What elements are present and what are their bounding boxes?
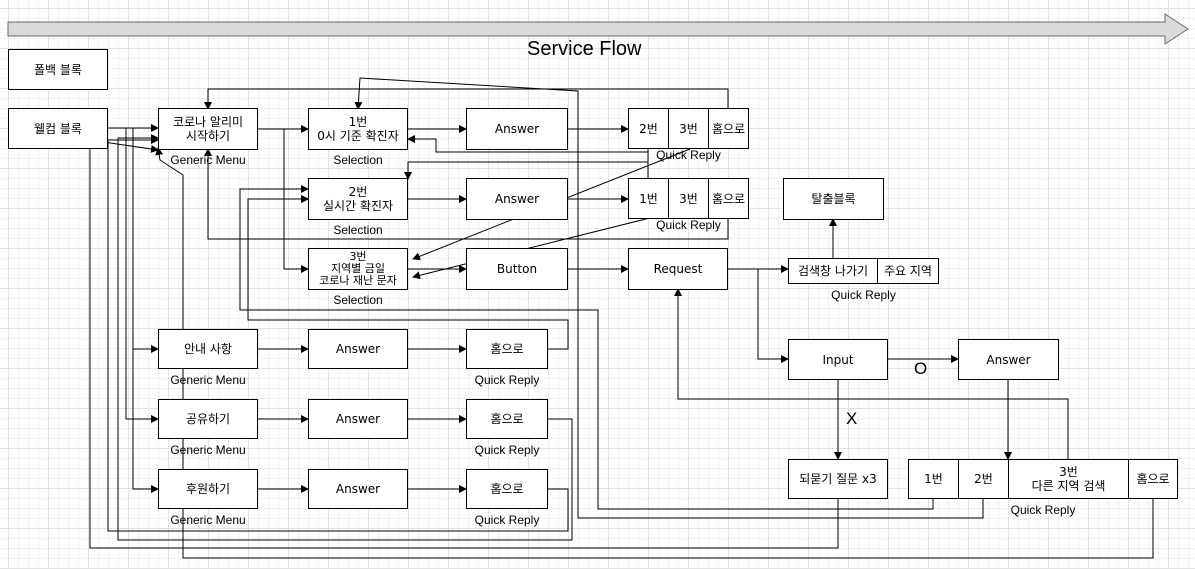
qr1-option-2: 2번	[628, 108, 669, 149]
sponsor-home-box: 홈으로	[466, 469, 548, 509]
input-box: Input	[788, 339, 888, 380]
edge-qr3-3-request	[674, 288, 1069, 459]
search-exit-option: 검색창 나가기	[788, 258, 878, 284]
edge-qr2-1-sel1	[407, 135, 649, 189]
edge-home-share-start	[117, 134, 573, 541]
edge-qr3-1-sel1	[239, 185, 934, 510]
sponsor-menu-box: 후원하기	[158, 469, 258, 509]
caption-generic-menu-notice: Generic Menu	[170, 373, 246, 387]
button-box: Button	[466, 248, 568, 290]
qr2-option-1: 1번	[628, 178, 669, 219]
caption-quick-reply-3: Quick Reply	[1010, 503, 1076, 517]
caption-quick-reply-1: Quick Reply	[656, 148, 721, 162]
selection-1-box: 1번 0시 기준 확진자	[308, 108, 408, 150]
qr2-option-home: 홈으로	[708, 178, 749, 219]
request-box: Request	[628, 248, 728, 290]
edge-home-notice-start	[247, 195, 569, 350]
caption-quick-reply-2: Quick Reply	[656, 218, 721, 232]
welcome-block: 웰컴 블록	[8, 108, 108, 149]
caption-generic-menu-sponsor: Generic Menu	[170, 513, 246, 527]
edge-qr1-2-sel2	[404, 149, 649, 180]
caption-selection-3: Selection	[333, 293, 383, 307]
edge-request-input	[757, 269, 789, 363]
caption-quick-reply-share: Quick Reply	[474, 443, 540, 457]
share-home-box: 홈으로	[466, 399, 548, 439]
edge-qr1-home-start	[204, 88, 729, 110]
edge-qr2-home-start	[204, 148, 729, 240]
notice-answer-box: Answer	[308, 329, 408, 369]
qr3-option-1: 1번	[908, 459, 959, 499]
caption-quick-reply-notice: Quick Reply	[474, 373, 540, 387]
start-menu-box: 코로나 알리미 시작하기	[158, 108, 258, 150]
selection-2-box: 2번 실시간 확진자	[308, 178, 408, 220]
caption-selection-2: Selection	[333, 223, 383, 237]
caption-quick-reply-sponsor: Quick Reply	[474, 513, 540, 527]
selection-3-box: 3번 지역별 금일 코로나 재난 문자	[308, 248, 408, 290]
qr2-option-3: 3번	[668, 178, 709, 219]
edge-label-o: O	[914, 359, 928, 378]
sponsor-answer-box: Answer	[308, 469, 408, 509]
edge-qr3-2-start	[354, 77, 984, 519]
reask-box: 되묻기 질문 x3	[788, 459, 888, 499]
qr3-option-home: 홈으로	[1128, 459, 1178, 499]
share-answer-box: Answer	[308, 399, 408, 439]
caption-quick-reply-search: Quick Reply	[831, 288, 896, 302]
qr3-option-2: 2번	[958, 459, 1009, 499]
qr1-option-3: 3번	[668, 108, 709, 149]
answer-2-box: Answer	[466, 178, 568, 220]
fallback-block: 폴백 블록	[8, 49, 108, 90]
answer-o-box: Answer	[958, 339, 1059, 380]
exit-block: 탈출블록	[783, 178, 884, 220]
edge-qr2-3-sel3	[412, 207, 691, 280]
edge-start-sel3	[283, 199, 309, 273]
main-region-option: 주요 지역	[877, 258, 939, 284]
diagram-title: Service Flow	[527, 38, 642, 60]
qr3-option-3: 3번 다른 지역 검색	[1008, 459, 1129, 499]
notice-home-box: 홈으로	[466, 329, 548, 369]
edge-welcome-sponsor	[108, 127, 159, 493]
qr1-option-home: 홈으로	[708, 108, 749, 149]
service-flow-arrow	[7, 13, 1189, 45]
answer-1-box: Answer	[466, 108, 568, 150]
edge-home-sponsor-start	[107, 136, 569, 532]
share-menu-box: 공유하기	[158, 399, 258, 439]
edge-label-x: X	[846, 409, 858, 428]
caption-generic-menu-start: Generic Menu	[170, 153, 246, 167]
edge-reask-start	[89, 139, 839, 549]
caption-selection-1: Selection	[333, 153, 383, 167]
caption-generic-menu-share: Generic Menu	[170, 443, 246, 457]
notice-menu-box: 안내 사항	[158, 329, 258, 369]
